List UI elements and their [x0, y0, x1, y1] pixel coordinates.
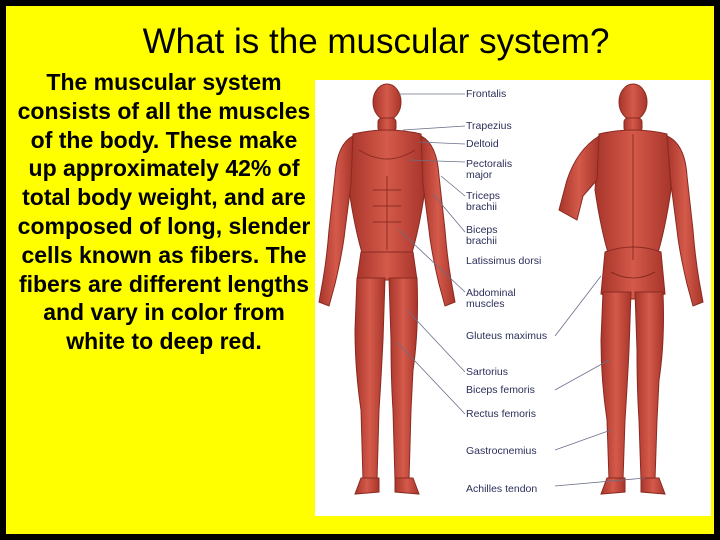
- back-figure: [558, 83, 704, 495]
- abdominal-detail: [358, 149, 416, 250]
- muscle-figures-illustration: [318, 83, 704, 495]
- label-latissimus-dorsi: Latissimus dorsi: [466, 255, 542, 267]
- label-biceps-brachii: brachii: [466, 235, 497, 247]
- label-biceps-femoris: Biceps femoris: [466, 384, 535, 396]
- label-achilles-tendon: Achilles tendon: [466, 483, 538, 495]
- label-triceps: Triceps: [466, 190, 501, 202]
- label-pectoralis-major: major: [466, 169, 493, 181]
- label-abdominal: Abdominal: [466, 287, 516, 299]
- label-frontalis: Frontalis: [466, 88, 507, 100]
- label-abdominal-muscles: muscles: [466, 298, 505, 310]
- label-leader-lines: [396, 93, 646, 487]
- label-triceps-brachii: brachii: [466, 201, 497, 213]
- label-gluteus-maximus: Gluteus maximus: [466, 330, 548, 342]
- label-biceps: Biceps: [466, 224, 498, 236]
- label-trapezius: Trapezius: [466, 120, 512, 132]
- spine-detail: [610, 134, 656, 279]
- slide-title: What is the muscular system?: [142, 22, 610, 61]
- slide-body-text: The muscular system consists of all the …: [17, 69, 311, 355]
- muscular-system-diagram: Frontalis Trapezius Deltoid Pectoralis m…: [315, 80, 711, 516]
- label-deltoid: Deltoid: [466, 138, 499, 150]
- label-gastrocnemius: Gastrocnemius: [466, 445, 537, 457]
- label-rectus-femoris: Rectus femoris: [466, 408, 537, 420]
- front-figure: [318, 83, 456, 495]
- label-sartorius: Sartorius: [466, 366, 509, 378]
- label-pectoralis: Pectoralis: [466, 158, 513, 170]
